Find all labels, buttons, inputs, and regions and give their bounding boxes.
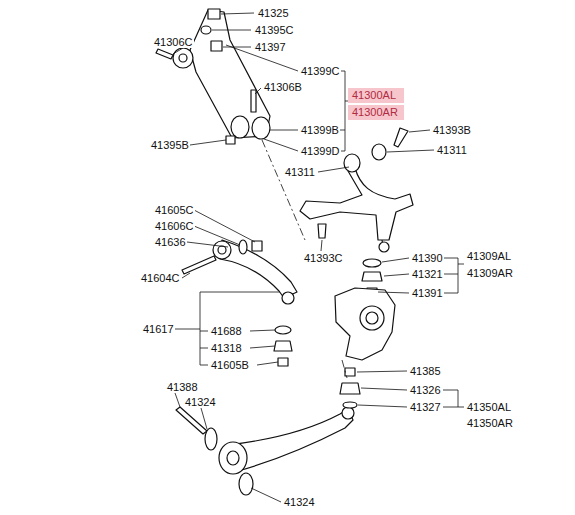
part-number: 41300AR [352, 106, 400, 119]
washer [201, 26, 211, 34]
arm-bushing [252, 117, 270, 139]
callout-number: 41399C [300, 65, 341, 77]
callout-number: 41321 [411, 268, 444, 280]
arm-bushing [372, 144, 386, 160]
nut [226, 136, 235, 144]
knuckle [335, 288, 395, 360]
callout-number: 41399B [300, 124, 340, 136]
ball-joint [379, 242, 389, 252]
bolt [156, 49, 173, 59]
leader-lines [173, 13, 464, 502]
callout-number: 41395C [254, 24, 295, 36]
arm-bushing-core [179, 54, 187, 62]
callout-number: 41326 [409, 384, 442, 396]
callout-number: 41390 [411, 252, 444, 264]
callout-number: 41306C [153, 36, 194, 48]
lateral-arm [220, 240, 297, 298]
arm-bushing [231, 116, 249, 138]
boot [340, 383, 360, 394]
arm-bushing [219, 442, 247, 474]
nut [252, 241, 262, 251]
ball-joint [342, 407, 354, 419]
part-number-box: 41300AL [348, 88, 404, 103]
upper-control-arm [300, 168, 413, 240]
washer [239, 240, 247, 254]
callout-number: 41311 [436, 144, 468, 156]
bolt [318, 224, 326, 238]
callout-number: 41688 [210, 325, 243, 337]
callout-number: 41324 [184, 396, 217, 408]
callout-number: 41605C [154, 204, 195, 216]
arm-bushing-core [227, 451, 239, 465]
part-number: 41300AL [352, 89, 400, 102]
callout-number: 41636 [154, 236, 187, 248]
callout-number: 41309AR [466, 267, 514, 279]
hub-bore-inner [366, 312, 378, 324]
callout-number: 41327 [409, 401, 442, 413]
callout-number: 41318 [210, 342, 243, 354]
boot [274, 341, 292, 351]
ball-joint [282, 292, 294, 304]
arm-bushing [213, 241, 231, 259]
callout-number: 41399D [300, 145, 341, 157]
ring [343, 402, 357, 408]
bolt [182, 256, 216, 274]
washer [205, 428, 217, 450]
boot [362, 272, 382, 281]
callout-number: 41393C [303, 252, 344, 264]
callout-number: 41397 [254, 41, 287, 53]
callout-number: 41350AR [466, 417, 514, 429]
hub-bore [360, 306, 384, 330]
callout-number: 41617 [142, 323, 175, 335]
callout-number: 41350AL [466, 401, 512, 413]
callout-number: 41388 [166, 381, 199, 393]
nut [278, 358, 288, 366]
bolt [176, 407, 207, 434]
center-lines [262, 140, 347, 378]
callout-number: 41391 [411, 287, 444, 299]
washer [239, 473, 253, 495]
callout-number: 41604C [140, 272, 181, 284]
callout-number: 41306B [263, 81, 303, 93]
part-number-box: 41300AR [348, 105, 404, 120]
callout-number: 41395B [150, 139, 190, 151]
callout-number: 41311 [284, 166, 316, 178]
nut [211, 41, 222, 51]
callout-number: 41606C [154, 220, 195, 232]
arm-bushing [344, 154, 360, 172]
nut [208, 9, 220, 19]
callout-number: 41385 [409, 365, 442, 377]
callout-number: 41393B [432, 124, 472, 136]
bolt [394, 128, 408, 147]
arm-bushing-core [218, 246, 226, 254]
arm-bushing [173, 48, 193, 68]
callout-number: 41324 [283, 496, 316, 508]
callout-number: 41605B [210, 359, 250, 371]
ring [363, 259, 381, 267]
nut [345, 368, 355, 376]
ring [275, 326, 291, 334]
callout-number: 41325 [257, 7, 290, 19]
callout-number: 41309AL [466, 250, 512, 262]
